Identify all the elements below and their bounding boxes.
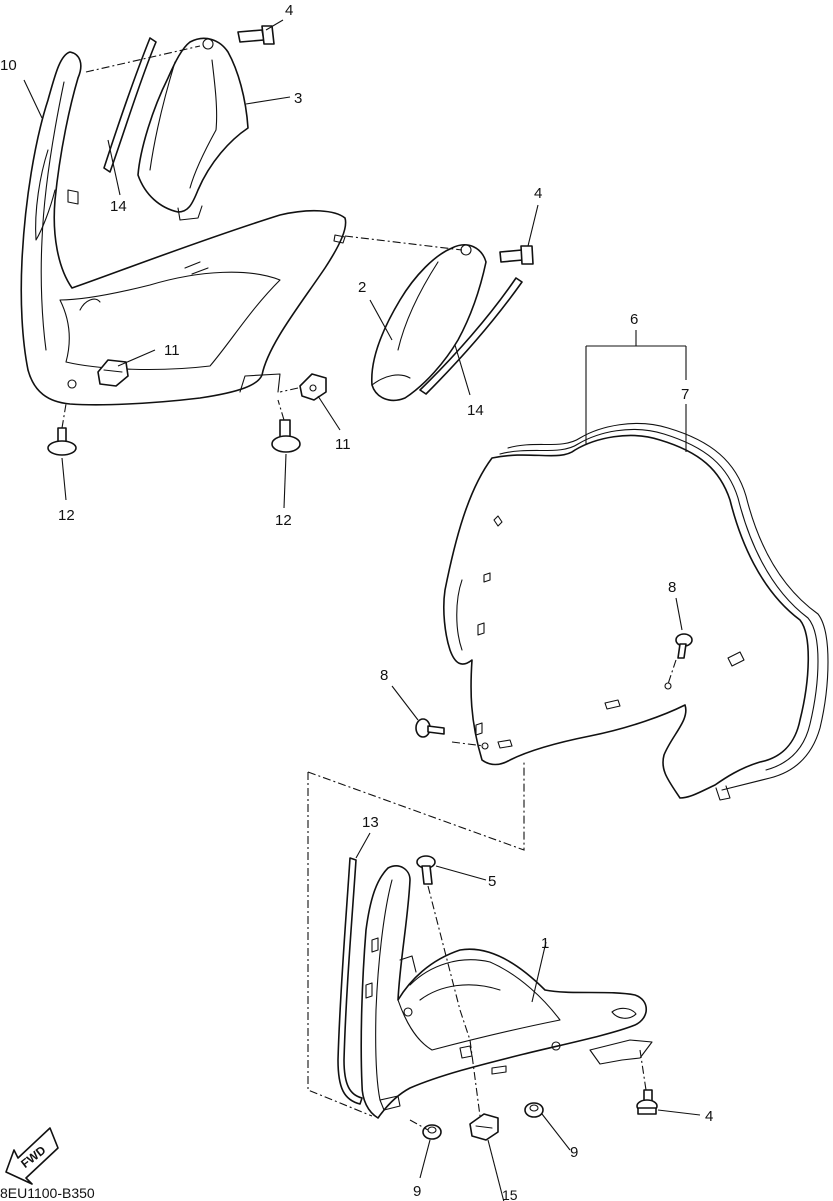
callout-9-left: 9 — [413, 1183, 421, 1200]
callout-14-left: 14 — [110, 198, 127, 215]
windshield-part-7[interactable] — [443, 422, 829, 801]
nut-clip-part-11-a[interactable] — [97, 359, 129, 387]
callout-11-upper: 11 — [164, 342, 180, 359]
grommet-part-9-left[interactable] — [422, 1124, 442, 1140]
screw-part-8-left[interactable] — [415, 718, 445, 738]
screw-part-12-a[interactable] — [47, 427, 77, 456]
callout-3: 3 — [294, 90, 302, 107]
drawing-code: 8EU1100-B350 — [0, 1185, 95, 1201]
seal-strip-part-14-left[interactable] — [103, 37, 157, 173]
callout-10: 10 — [0, 57, 17, 74]
callout-labels: 1 2 3 4 4 4 5 6 7 8 8 9 9 10 11 11 12 12… — [0, 2, 713, 1201]
seal-strip-part-13[interactable] — [337, 857, 363, 1105]
leader-lines — [23, 19, 701, 1201]
grommet-part-9-right[interactable] — [524, 1102, 544, 1118]
nut-clip-part-15[interactable] — [469, 1113, 499, 1141]
callout-1: 1 — [541, 935, 549, 952]
bolt-part-4-bottom[interactable] — [636, 1089, 658, 1115]
callout-4-bottom: 4 — [705, 1108, 713, 1125]
callout-2: 2 — [358, 279, 366, 296]
bolt-part-4-right[interactable] — [499, 245, 534, 265]
callout-9-right: 9 — [570, 1144, 578, 1161]
callout-4-right: 4 — [534, 185, 542, 202]
callout-12-right: 12 — [275, 512, 292, 529]
screw-part-12-b[interactable] — [271, 419, 301, 453]
nut-clip-part-11-b[interactable] — [299, 373, 327, 401]
forward-direction-arrow: FWD — [5, 1127, 59, 1185]
callout-6: 6 — [630, 311, 638, 328]
inner-cover-part-1[interactable] — [360, 865, 653, 1119]
callout-8-left: 8 — [380, 667, 388, 684]
bolt-part-4-top[interactable] — [237, 25, 275, 45]
upper-cowling-part-10[interactable] — [20, 51, 347, 406]
callout-14-right: 14 — [467, 402, 484, 419]
screw-part-5[interactable] — [416, 855, 436, 885]
callout-8-right: 8 — [668, 579, 676, 596]
screw-part-8-right[interactable] — [675, 633, 693, 659]
callout-5: 5 — [488, 873, 496, 890]
callout-7: 7 — [681, 386, 689, 403]
callout-4-top: 4 — [285, 2, 293, 19]
seal-strip-part-14-right[interactable] — [419, 277, 523, 395]
callout-13: 13 — [362, 814, 379, 831]
callout-11-lower: 11 — [335, 436, 351, 453]
inner-panel-part-2[interactable] — [371, 244, 487, 402]
assembly-lines — [61, 45, 677, 1131]
callout-15: 15 — [502, 1187, 518, 1201]
inner-panel-part-3[interactable] — [137, 37, 249, 221]
callout-12-left: 12 — [58, 507, 75, 524]
